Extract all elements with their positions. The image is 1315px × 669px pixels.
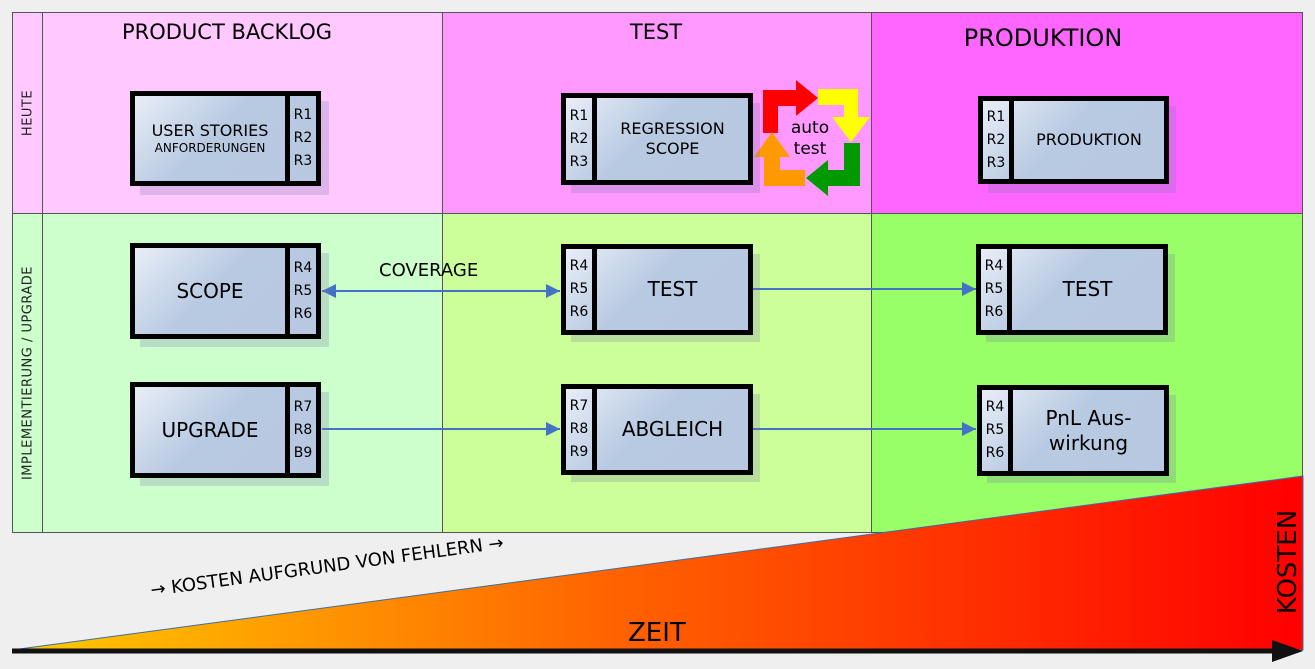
coverage-label: COVERAGE (379, 260, 479, 281)
autotest-arrow-orange (754, 132, 805, 186)
zeit-axis-arrowhead (1272, 640, 1303, 662)
box-upgrade-title: UPGRADE (161, 417, 259, 442)
autotest-arrow-green (806, 143, 860, 196)
column-title-produktion: PRODUKTION (963, 24, 1123, 52)
autotest-line2: test (793, 139, 827, 159)
box-regression-title: REGRESSION (620, 119, 725, 138)
box-pnl-subtitle: wirkung (1048, 430, 1129, 455)
kosten-label: KOSTEN (1273, 509, 1303, 615)
box-test-middle: R4 R5 R6 TEST (561, 244, 753, 335)
arrow-right-icon: → (149, 578, 167, 601)
box-produktion-refs: R1 R2 R3 (983, 101, 1014, 179)
box-regression-refs: R1 R2 R3 (566, 98, 597, 180)
box-user-stories-refs: R1 R2 R3 (285, 96, 316, 181)
autotest-arrow-yellow (818, 89, 870, 142)
autotest-arrow-red (763, 80, 818, 133)
lane-label-implementierung: IMPLEMENTIERUNG / UPGRADE (12, 213, 43, 533)
box-pnl-title: PnL Aus- (1045, 405, 1132, 430)
lane-label-heute: HEUTE (12, 12, 43, 214)
box-scope-title: SCOPE (176, 278, 244, 303)
autotest-cycle-icon (754, 80, 870, 196)
box-test-middle-refs: R4 R5 R6 (566, 249, 597, 330)
box-test-middle-title: TEST (647, 277, 698, 301)
box-produktion-title: PRODUKTION (1036, 130, 1142, 149)
box-produktion: R1 R2 R3 PRODUKTION (978, 96, 1169, 184)
box-user-stories-title: USER STORIES (151, 121, 269, 140)
zeit-label: ZEIT (628, 618, 686, 648)
box-scope-refs: R4 R5 R6 (285, 248, 316, 334)
box-scope: SCOPE R4 R5 R6 (130, 243, 321, 339)
column-title-test: TEST (629, 20, 683, 44)
box-pnl-auswirkung: R4 R5 R6 PnL Aus- wirkung (977, 385, 1169, 476)
box-test-right-refs: R4 R5 R6 (981, 249, 1012, 330)
box-upgrade-refs: R7 R8 B9 (285, 387, 316, 473)
autotest-line1: auto (790, 118, 830, 138)
box-upgrade: UPGRADE R7 R8 B9 (130, 382, 321, 478)
box-user-stories-subtitle: ANFORDERUNGEN (154, 141, 266, 155)
box-abgleich-refs: R7 R8 R9 (566, 389, 597, 470)
box-user-stories: USER STORIES ANFORDERUNGEN R1 R2 R3 (130, 91, 321, 186)
box-regression-subtitle: SCOPE (645, 139, 700, 158)
autotest-label: auto test (786, 118, 834, 160)
box-abgleich-title: ABGLEICH (621, 417, 724, 441)
box-test-right: R4 R5 R6 TEST (976, 244, 1168, 335)
column-title-product-backlog: PRODUCT BACKLOG (121, 20, 333, 44)
box-abgleich: R7 R8 R9 ABGLEICH (561, 384, 753, 475)
arrow-right-icon: → (487, 532, 505, 556)
box-test-right-title: TEST (1062, 277, 1113, 301)
box-regression-scope: R1 R2 R3 REGRESSION SCOPE (561, 93, 753, 185)
box-pnl-refs: R4 R5 R6 (982, 390, 1013, 471)
